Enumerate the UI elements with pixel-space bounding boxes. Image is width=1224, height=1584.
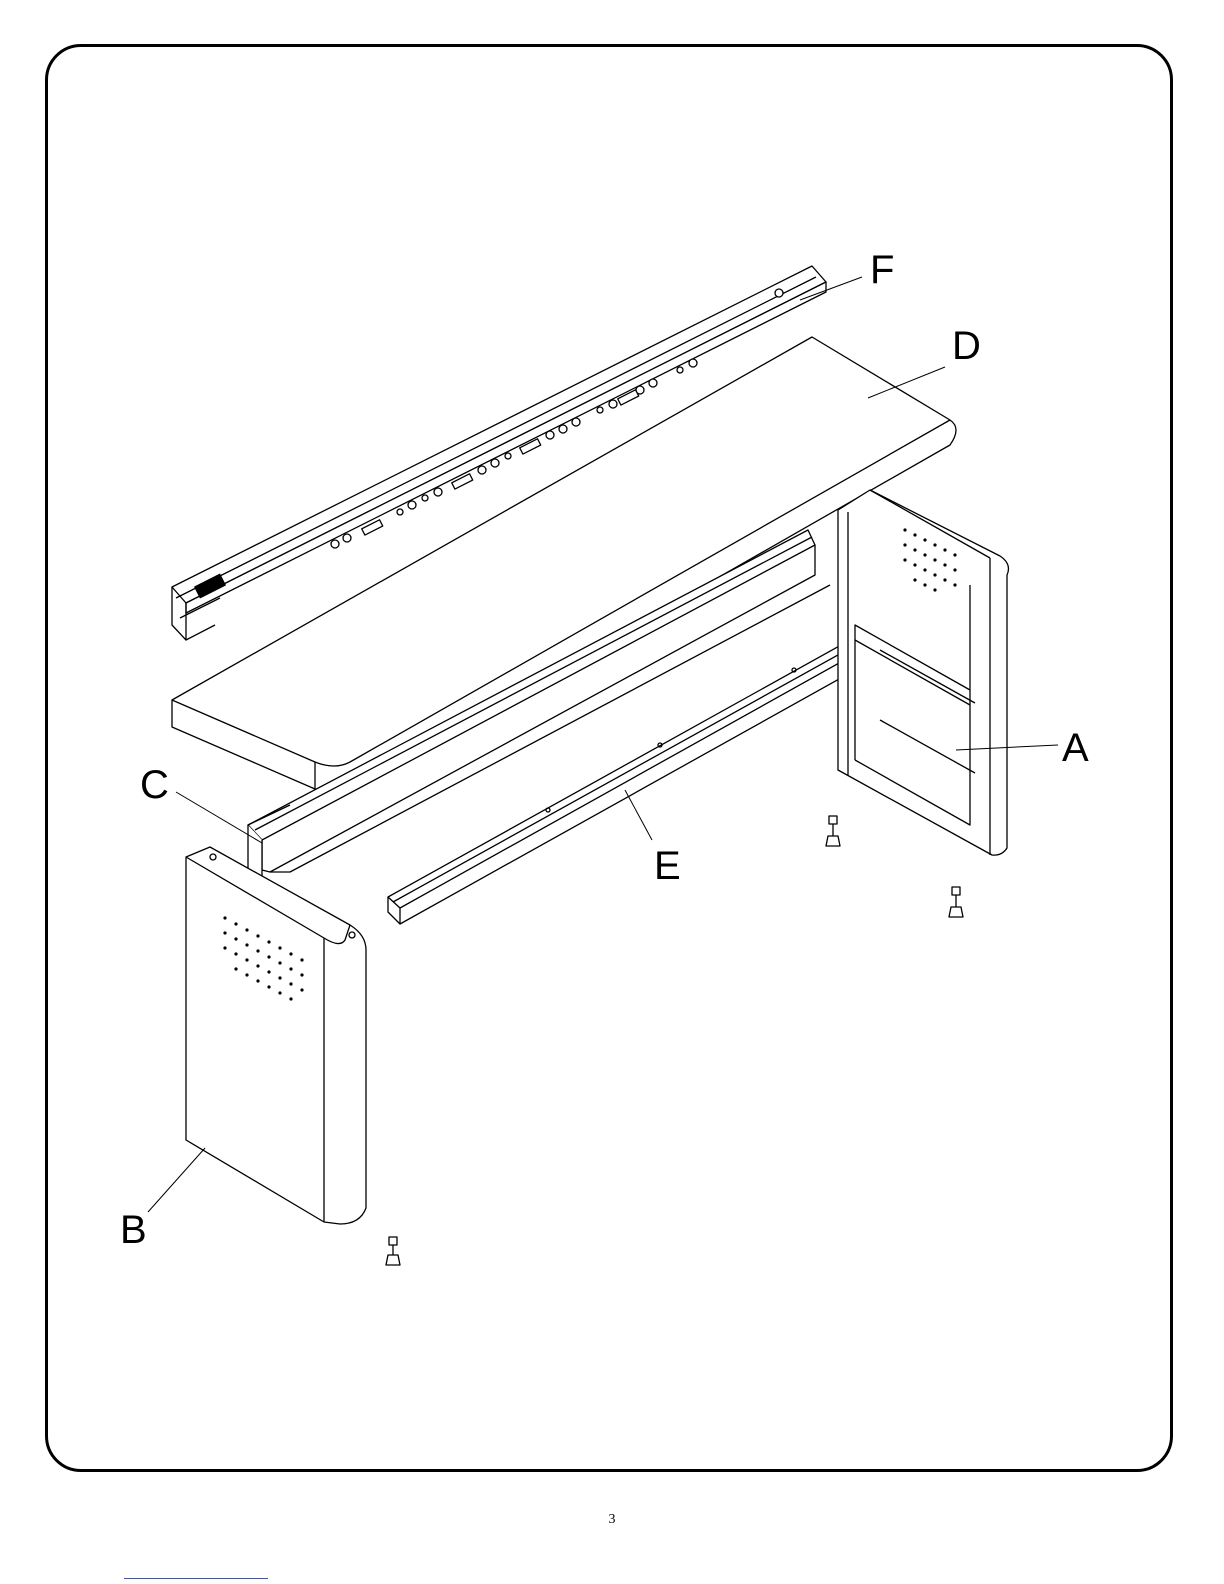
label-b: B bbox=[120, 1210, 147, 1250]
leveling-foot-3 bbox=[386, 1237, 400, 1265]
label-d: D bbox=[952, 326, 981, 366]
label-f: F bbox=[870, 250, 894, 290]
footer-link-underline[interactable] bbox=[124, 1578, 268, 1579]
label-a: A bbox=[1062, 728, 1089, 768]
leveling-foot-2 bbox=[949, 887, 963, 917]
leveling-foot-1 bbox=[826, 816, 840, 846]
label-c: C bbox=[140, 765, 169, 805]
page-number: 3 bbox=[600, 1512, 624, 1528]
label-e: E bbox=[654, 846, 681, 886]
leg-part-a bbox=[838, 490, 1008, 855]
leg-panel-part-b bbox=[186, 847, 366, 1224]
